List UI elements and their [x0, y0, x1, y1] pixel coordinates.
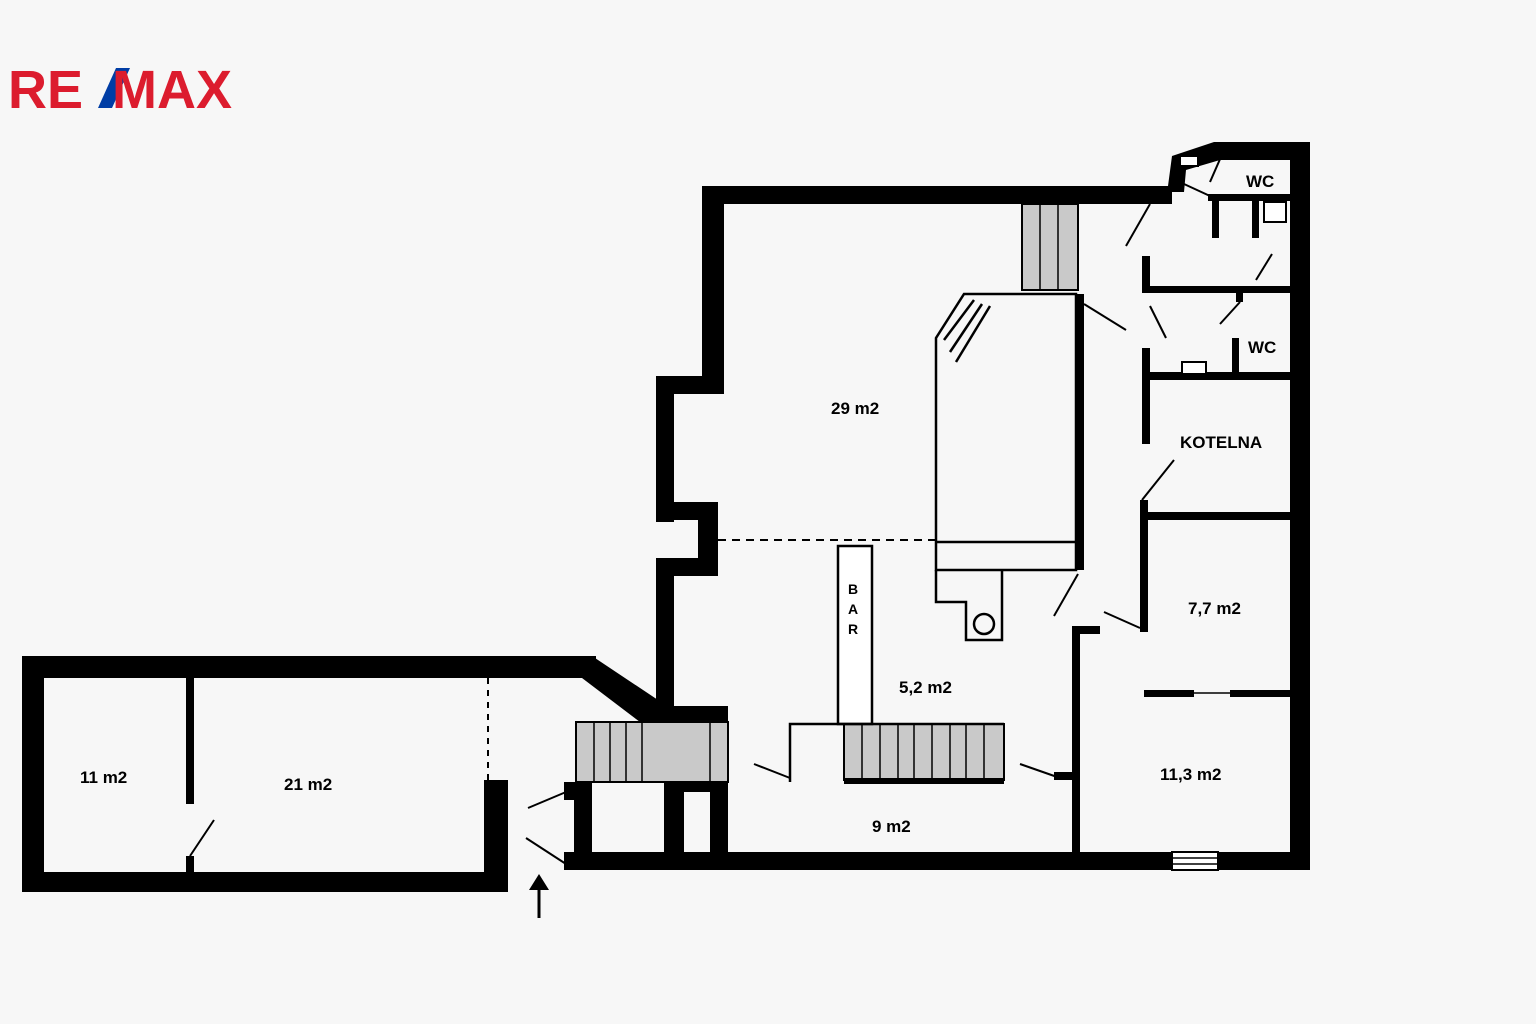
wall-corridor-lower — [1072, 626, 1080, 854]
label-wc-bottom: WC — [1248, 338, 1276, 357]
door-bar-left — [753, 763, 791, 779]
chimney-outline — [934, 570, 1004, 642]
outer-walls — [656, 142, 1310, 871]
bar-letter-a: A — [848, 601, 858, 617]
toilet-icon — [1181, 361, 1207, 375]
wall-wc-bottom-top — [1142, 286, 1300, 293]
central-block — [934, 292, 1078, 642]
label-medium-room: 21 m2 — [284, 775, 332, 794]
washbasin-icon — [1179, 155, 1199, 167]
door-entrance-lower — [525, 837, 567, 865]
vestibule-wall-left — [574, 782, 592, 870]
wall-wc-corner — [1168, 142, 1310, 192]
label-lower-hall: 9 m2 — [872, 817, 911, 836]
wall-right — [1290, 142, 1310, 870]
annex-wall-left — [22, 656, 44, 892]
door-entrance-upper — [527, 791, 567, 809]
door-room-77 — [1103, 611, 1141, 629]
wall-77-113-right — [1230, 690, 1292, 697]
entrance-vestibule — [525, 706, 728, 918]
annex-wall-diagonal — [582, 656, 658, 722]
door-11-21 — [189, 819, 215, 857]
logo-text-left: RE — [8, 60, 83, 120]
door-wc-bottom — [1149, 305, 1167, 339]
bar-letter-r: R — [848, 621, 858, 637]
label-room-right-bottom: 11,3 m2 — [1160, 765, 1221, 784]
wall-top — [702, 186, 1172, 204]
label-main-hall: 29 m2 — [831, 399, 879, 418]
logo-slash-icon — [98, 68, 130, 108]
wall-kotelna-left — [1142, 372, 1150, 444]
label-small-room: 11 m2 — [80, 768, 127, 787]
annex-wall-right — [484, 780, 508, 892]
chimney-icon — [972, 612, 996, 636]
left-annex — [22, 656, 658, 892]
door-corridor-top — [1125, 203, 1151, 247]
wall-notch-side — [698, 502, 718, 576]
door-wc-inner — [1219, 301, 1241, 325]
wall-kotelna-bottom — [1140, 512, 1292, 520]
door-stairs-corridor — [1083, 303, 1127, 331]
stairs-left — [575, 721, 729, 783]
vestibule-wall-right — [710, 782, 728, 870]
wall-room-77-left — [1140, 500, 1148, 632]
label-boiler-room: KOTELNA — [1180, 433, 1262, 452]
landing-wall — [640, 706, 728, 724]
wall-kotelna-top — [1142, 372, 1292, 380]
wall-77-113-left — [1144, 690, 1194, 697]
logo-text-right: MAX — [112, 60, 232, 120]
door-bar-right — [1019, 763, 1061, 779]
bar-letter-b: B — [848, 581, 858, 597]
annex-wall-top — [22, 656, 596, 678]
partition-11-21-lower — [186, 856, 194, 874]
wall-wc-bottom-divider — [1232, 338, 1239, 376]
label-room-right-top: 7,7 m2 — [1188, 599, 1241, 618]
remax-logo: RE MAX — [8, 60, 232, 120]
wall-left-mid — [656, 376, 674, 522]
bar-counter: B A R — [788, 544, 1004, 782]
stairs-top — [1021, 203, 1079, 291]
door-hall-corridor — [1053, 573, 1079, 617]
door-wc-top — [1183, 183, 1211, 197]
vestibule-wall-mid — [664, 782, 684, 870]
door-kotelna — [1141, 459, 1175, 501]
right-rooms — [1053, 149, 1300, 854]
window-bottom — [1171, 851, 1219, 871]
wall-left-lower — [656, 558, 674, 722]
label-wc-top: WC — [1246, 172, 1274, 191]
wall-left-upper — [702, 186, 724, 392]
annex-wall-bottom — [22, 872, 508, 892]
label-bar-area: 5,2 m2 — [899, 678, 952, 697]
arrow-up-icon — [529, 874, 549, 918]
wall-bottom — [724, 852, 1310, 870]
sink-icon — [1263, 201, 1287, 223]
partition-11-21 — [186, 678, 194, 804]
stairs-bar — [843, 723, 1005, 784]
